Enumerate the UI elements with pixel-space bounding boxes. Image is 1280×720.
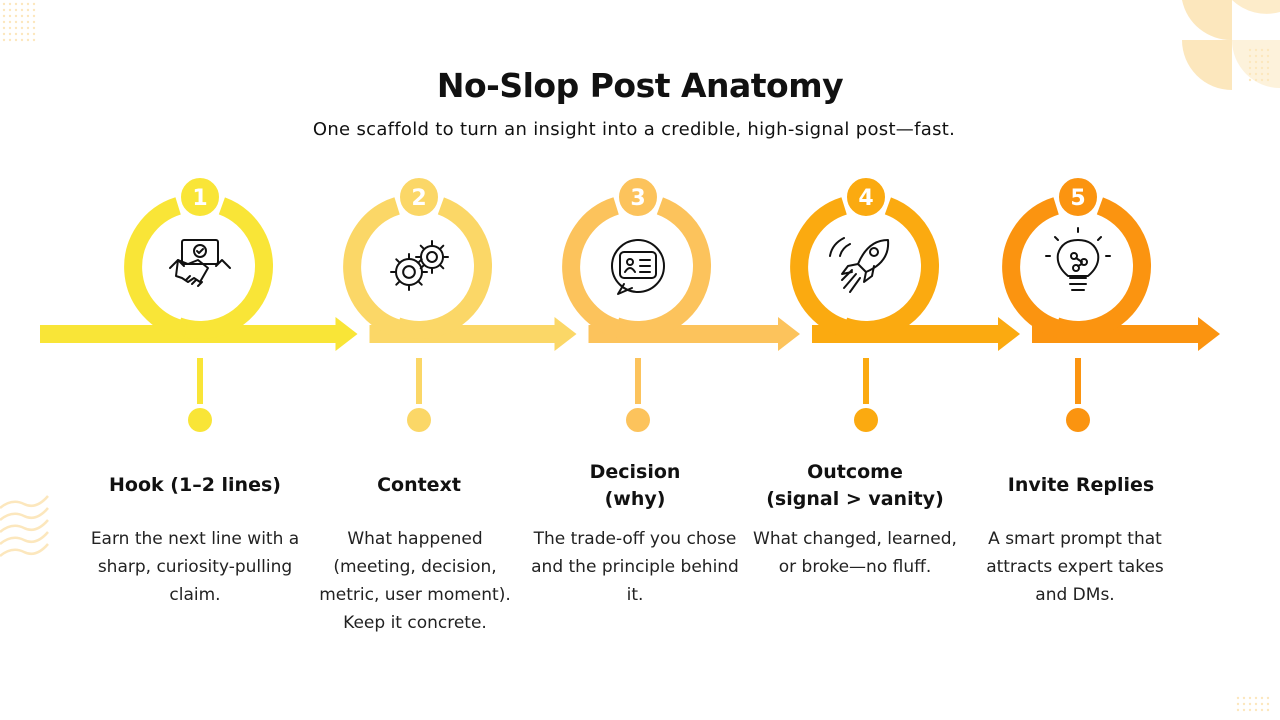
- step-4-title-line-2: (signal > vanity): [766, 488, 944, 510]
- rocket-icon: [829, 237, 890, 293]
- step-1-dot: [188, 408, 212, 432]
- step-1-ring: [175, 197, 274, 340]
- step-3-connector: [635, 358, 641, 404]
- step-4: 4: [790, 174, 1020, 432]
- step-5: 5: [1002, 174, 1220, 432]
- step-4-title-line-1: Outcome: [807, 461, 903, 483]
- decor-dots-top-left: [2, 2, 36, 42]
- page-subtitle: One scaffold to turn an insight into a c…: [312, 119, 956, 140]
- step-2-description: What happened (meeting, decision, metric…: [319, 529, 511, 633]
- step-5-title-line: Invite Replies: [1007, 474, 1155, 496]
- step-1-connector: [197, 358, 203, 404]
- step-1-number: 1: [192, 186, 207, 211]
- step-5-connector: [1075, 358, 1081, 404]
- decor-waves-left: [0, 495, 49, 557]
- step-2-connector: [416, 358, 422, 404]
- handshake-icon: [169, 239, 231, 287]
- step-3-title-line-2: (why): [604, 488, 666, 510]
- decor-dots-bottom-right: [1236, 696, 1270, 712]
- gears-icon: [390, 240, 449, 291]
- step-3-ring: [613, 197, 712, 340]
- step-3-title: Decision (why): [525, 459, 745, 513]
- step-4-description: What changed, learned, or broke—no fluff…: [753, 529, 957, 577]
- step-4-connector: [863, 358, 869, 404]
- step-5-ring: [1053, 197, 1152, 339]
- step-4-arrow-head: [998, 317, 1020, 351]
- step-5-title: Invite Replies: [971, 472, 1191, 499]
- step-4-ring-tail: [790, 197, 854, 339]
- profile-chat-icon: [611, 239, 665, 295]
- step-3-description: The trade-off you chose and the principl…: [531, 529, 739, 605]
- step-1-title: Hook (1–2 lines): [85, 472, 305, 499]
- step-2-arrow-head: [554, 317, 577, 351]
- step-2-title: Context: [309, 472, 529, 499]
- step-5-number: 5: [1070, 186, 1085, 211]
- step-1: 1: [40, 174, 358, 432]
- step-4-ring: [841, 197, 940, 340]
- step-1-title-line: Hook (1–2 lines): [109, 474, 281, 496]
- step-2-ring-tail: [343, 197, 407, 339]
- step-5-badge: [1055, 174, 1101, 220]
- step-3: 3: [562, 174, 800, 432]
- step-4-number: 4: [858, 186, 873, 211]
- step-4-badge: [843, 174, 889, 220]
- step-4-dot: [854, 408, 878, 432]
- step-2-ring: [394, 197, 493, 340]
- step-1-arrow-head: [335, 317, 358, 351]
- step-4-title: Outcome (signal > vanity): [745, 459, 965, 513]
- step-3-ring-tail: [562, 197, 626, 339]
- step-3-dot: [626, 408, 650, 432]
- step-2-badge: [396, 174, 442, 220]
- step-1-ring-tail: [124, 197, 188, 339]
- step-2-title-line: Context: [377, 474, 461, 496]
- step-2: 2: [343, 174, 577, 432]
- step-3-badge: [615, 174, 661, 220]
- step-1-badge: [177, 174, 223, 220]
- step-3-arrow-head: [778, 317, 800, 351]
- step-2-dot: [407, 408, 431, 432]
- page-title: No-Slop Post Anatomy: [436, 66, 844, 105]
- step-5-description: A smart prompt that attracts expert take…: [986, 529, 1164, 605]
- step-5-ring-tail: [1002, 197, 1066, 339]
- step-5-arrow-head: [1198, 317, 1220, 351]
- step-3-number: 3: [630, 186, 645, 211]
- step-1-description: Earn the next line with a sharp, curiosi…: [90, 529, 300, 605]
- decor-shapes-top-right: [1182, 0, 1280, 90]
- step-5-dot: [1066, 408, 1090, 432]
- step-2-number: 2: [411, 186, 426, 211]
- step-3-title-line-1: Decision: [589, 461, 681, 483]
- lightbulb-icon: [1045, 227, 1111, 291]
